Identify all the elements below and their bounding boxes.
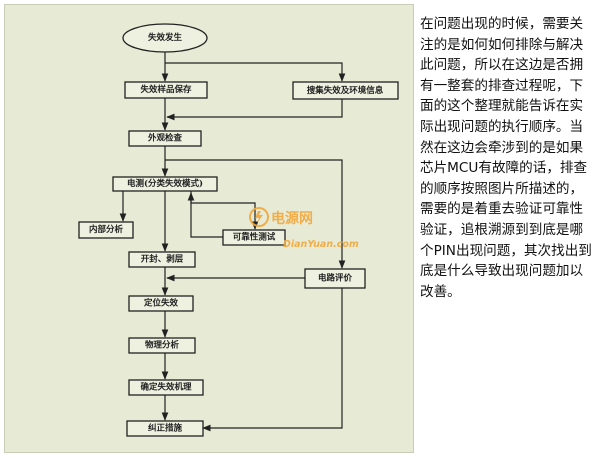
node-locate-shape	[128, 295, 194, 312]
arrow-visual-to-circuit	[165, 159, 346, 269]
node-corrective-label: 纠正措施	[148, 423, 183, 434]
flowchart-figure: 失效发生 失效样品保存 搜集失效及环境信息 外观检查 电测(分类失效模式) 内部…	[4, 4, 414, 453]
node-physical-shape	[128, 337, 196, 354]
node-circuit-shape	[304, 268, 366, 289]
flow-connectors	[119, 52, 346, 432]
arrow-circuit-to-corrective	[202, 288, 343, 432]
arrow-start-to-collect	[165, 62, 346, 82]
node-corrective-shape	[126, 420, 204, 437]
watermark-cn: 电源网	[271, 210, 313, 227]
failure-analysis-flowchart: 失效发生 失效样品保存 搜集失效及环境信息 外观检查 电测(分类失效模式) 内部…	[78, 23, 399, 437]
node-mechanism-label: 确定失效机理	[140, 382, 192, 393]
node-reliability-shape	[222, 229, 286, 246]
node-sample-shape	[124, 81, 208, 99]
node-visual-shape	[128, 130, 202, 147]
description-text: 在问题出现的时候，需要关注的是如何如何排除与解决此问题，所以在这边是否拥有一整套…	[420, 16, 592, 300]
node-circuit-label: 电路评价	[318, 273, 353, 284]
node-reliability-label: 可靠性测试	[233, 232, 276, 243]
node-decap-label: 开封、剥层	[141, 254, 184, 265]
node-physical-label: 物理分析	[145, 340, 180, 351]
node-collect-shape	[292, 81, 399, 100]
arrow-reliability-to-electrical	[187, 192, 223, 238]
node-start-shape	[122, 23, 208, 53]
node-internal-label: 内部分析	[89, 224, 124, 235]
arrow-electrical-to-reliability	[190, 191, 259, 230]
node-collect-label: 搜集失效及环境信息	[307, 85, 384, 96]
node-mechanism-shape	[128, 379, 204, 396]
watermark-en: DianYuan.com	[283, 239, 359, 250]
node-internal-shape	[78, 221, 134, 239]
node-sample-label: 失效样品保存	[140, 84, 192, 95]
node-start-label: 失效发生	[148, 32, 183, 43]
node-decap-shape	[128, 251, 196, 268]
node-electrical-label: 电测(分类失效模式)	[127, 178, 203, 189]
node-locate-label: 定位失效	[143, 298, 179, 309]
watermark: 电源网 DianYuan.com	[249, 207, 359, 250]
watermark-logo-icon	[249, 207, 269, 227]
node-visual-label: 外观检查	[147, 133, 183, 144]
arrow-collect-to-visual	[166, 99, 343, 121]
node-electrical-shape	[112, 176, 218, 192]
